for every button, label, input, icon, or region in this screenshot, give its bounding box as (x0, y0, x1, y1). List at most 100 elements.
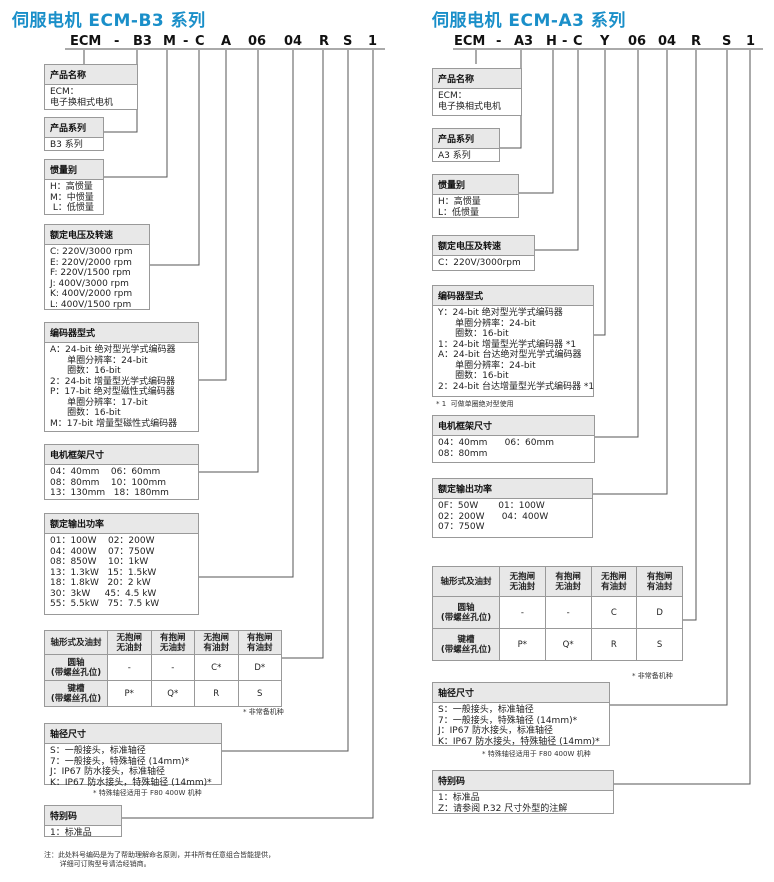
box-body: 01：100W 02：200W 04：400W 07：750W 08：850W … (50, 536, 160, 609)
code-seg: ECM (70, 34, 102, 49)
box-body: ECM： 电子换相式电机 (50, 87, 114, 108)
box-body: 0F：50W 01：100W 02：200W 04：400W 07：750W (438, 501, 549, 532)
special-code-box: 特别码 1：标准品 (44, 805, 122, 838)
box-header: 惯量别 (433, 175, 518, 195)
product-series-box: 产品系列 A3 系列 (432, 128, 500, 162)
code-seg: 04 (284, 34, 303, 49)
table-cell: R (590, 628, 638, 661)
code-seg: R (691, 34, 702, 49)
table-cell: S (237, 680, 282, 707)
box-body: C: 220V/3000 rpm E: 220V/2000 rpm F: 220… (50, 247, 133, 310)
product-name-box: 产品名称 ECM： 电子换相式电机 (432, 68, 522, 116)
code-seg: A3 (514, 34, 534, 49)
code-seg: 1 (746, 34, 756, 49)
inertia-box: 惯量别 H：高惯量 M：中惯量 L：低惯量 (44, 159, 104, 215)
code-seg: ECM (454, 34, 486, 49)
shaft-type-table: 轴形式及油封 无抱闸 无油封 有抱闸 无油封 无抱闸 有油封 有抱闸 有油封 圆… (432, 566, 683, 661)
product-name-box: 产品名称 ECM： 电子换相式电机 (44, 64, 138, 110)
shaft-size-note: * 特殊轴径适用于 F80 400W 机种 (93, 789, 202, 797)
encoder-box: 编码器型式 A：24-bit 绝对型光学式编码器 单圈分辨率：24-bit 圈数… (44, 322, 199, 432)
table-row-label: 键槽 (带螺丝孔位) (44, 680, 108, 707)
table-cell: S (636, 628, 683, 661)
box-header: 额定电压及转速 (45, 225, 149, 245)
table-cell: - (544, 596, 592, 629)
box-header: 特别码 (45, 806, 121, 826)
voltage-box: 额定电压及转速 C: 220V/3000 rpm E: 220V/2000 rp… (44, 224, 150, 310)
box-body: ECM： 电子换相式电机 (438, 91, 502, 112)
code-seg: - (496, 34, 502, 49)
voltage-box: 额定电压及转速 C：220V/3000rpm (432, 235, 535, 271)
box-header: 轴径尺寸 (45, 724, 221, 744)
box-body: A3 系列 (438, 151, 471, 161)
table-note: * 非常备机种 (243, 708, 284, 716)
code-seg: S (343, 34, 353, 49)
box-body: B3 系列 (50, 140, 83, 150)
table-note: * 非常备机种 (632, 672, 673, 680)
box-body: A：24-bit 绝对型光学式编码器 单圈分辨率：24-bit 圈数：16-bi… (50, 345, 178, 429)
box-body: 04：40mm 06：60mm 08：80mm 10：100mm 13：130m… (50, 467, 169, 498)
table-col: 有抱闸 有油封 (237, 630, 282, 655)
code-seg: B3 (133, 34, 152, 49)
table-col: 有抱闸 有油封 (636, 566, 683, 597)
box-body: C：220V/3000rpm (438, 258, 521, 268)
code-seg: 06 (628, 34, 647, 49)
table-cell: Q* (544, 628, 592, 661)
table-cell: - (499, 596, 546, 629)
box-header: 电机框架尺寸 (45, 445, 198, 465)
box-header: 产品名称 (45, 65, 137, 85)
table-cell: P* (499, 628, 546, 661)
box-body: 04：40mm 06：60mm 08：80mm (438, 438, 555, 459)
shaft-size-note: * 特殊轴径适用于 F80 400W 机种 (482, 750, 591, 758)
special-code-box: 特别码 1：标准品 Z：请参阅 P.32 尺寸外型的注解 (432, 770, 614, 814)
table-cell: C (590, 596, 638, 629)
box-header: 编码器型式 (433, 286, 593, 306)
table-col: 有抱闸 无油封 (544, 566, 592, 597)
box-header: 编码器型式 (45, 323, 198, 343)
code-seg: C (573, 34, 583, 49)
table-cell: Q* (150, 680, 195, 707)
table-cell: D (636, 596, 683, 629)
box-header: 额定电压及转速 (433, 236, 534, 256)
box-header: 电机框架尺寸 (433, 416, 594, 436)
box-header: 额定输出功率 (45, 514, 198, 534)
table-col: 无抱闸 无油封 (499, 566, 546, 597)
footnote: 注：此处料号编码是为了帮助理解命名原则，并非所有任意组合皆能提供， 详细可订购型… (44, 851, 275, 868)
shaft-size-box: 轴径尺寸 S：一般接头，标准轴径 7：一般接头，特殊轴径 (14mm)* J：I… (44, 723, 222, 788)
code-seg: - (114, 34, 120, 49)
table-col: 无抱闸 有油封 (194, 630, 239, 655)
table-cell: - (150, 654, 195, 681)
code-seg: 1 (368, 34, 378, 49)
shaft-size-box: 轴径尺寸 S：一般接头，标准轴径 7：一般接头，特殊轴径 (14mm)* J：I… (432, 682, 610, 747)
frame-box: 电机框架尺寸 04：40mm 06：60mm 08：80mm (432, 415, 595, 463)
encoder-note: * 1 可做单圈绝对型使用 (436, 400, 514, 408)
inertia-box: 惯量别 H：高惯量 L：低惯量 (432, 174, 519, 218)
table-col: 无抱闸 有油封 (590, 566, 638, 597)
box-header: 产品系列 (45, 118, 103, 138)
code-seg: - (183, 34, 189, 49)
table-cell: P* (107, 680, 152, 707)
box-header: 额定输出功率 (433, 479, 592, 499)
left-title: 伺服电机 ECM-B3 系列 (12, 11, 206, 31)
table-col: 有抱闸 无油封 (150, 630, 195, 655)
product-series-box: 产品系列 B3 系列 (44, 117, 104, 151)
code-seg: Y (600, 34, 610, 49)
code-seg: S (722, 34, 732, 49)
box-header: 产品名称 (433, 69, 521, 89)
table-col: 无抱闸 无油封 (107, 630, 152, 655)
right-title: 伺服电机 ECM-A3 系列 (432, 11, 626, 31)
box-body: Y：24-bit 绝对型光学式编码器 单圈分辨率：24-bit 圈数：16-bi… (438, 308, 595, 392)
box-header: 惯量别 (45, 160, 103, 180)
table-row-label: 圆轴 (带螺丝孔位) (44, 654, 108, 681)
shaft-type-table: 轴形式及油封 无抱闸 无油封 有抱闸 无油封 无抱闸 有油封 有抱闸 有油封 圆… (44, 630, 282, 707)
code-seg: A (221, 34, 232, 49)
code-seg: 06 (248, 34, 267, 49)
box-header: 特别码 (433, 771, 613, 791)
power-box: 额定输出功率 01：100W 02：200W 04：400W 07：750W 0… (44, 513, 199, 615)
box-body: S：一般接头，标准轴径 7：一般接头，特殊轴径 (14mm)* J：IP67 防… (50, 746, 212, 788)
code-seg: - (562, 34, 568, 49)
table-cell: - (107, 654, 152, 681)
frame-box: 电机框架尺寸 04：40mm 06：60mm 08：80mm 10：100mm … (44, 444, 199, 500)
box-body: 1：标准品 (50, 828, 92, 838)
box-header: 产品系列 (433, 129, 499, 149)
code-seg: M (163, 34, 176, 49)
